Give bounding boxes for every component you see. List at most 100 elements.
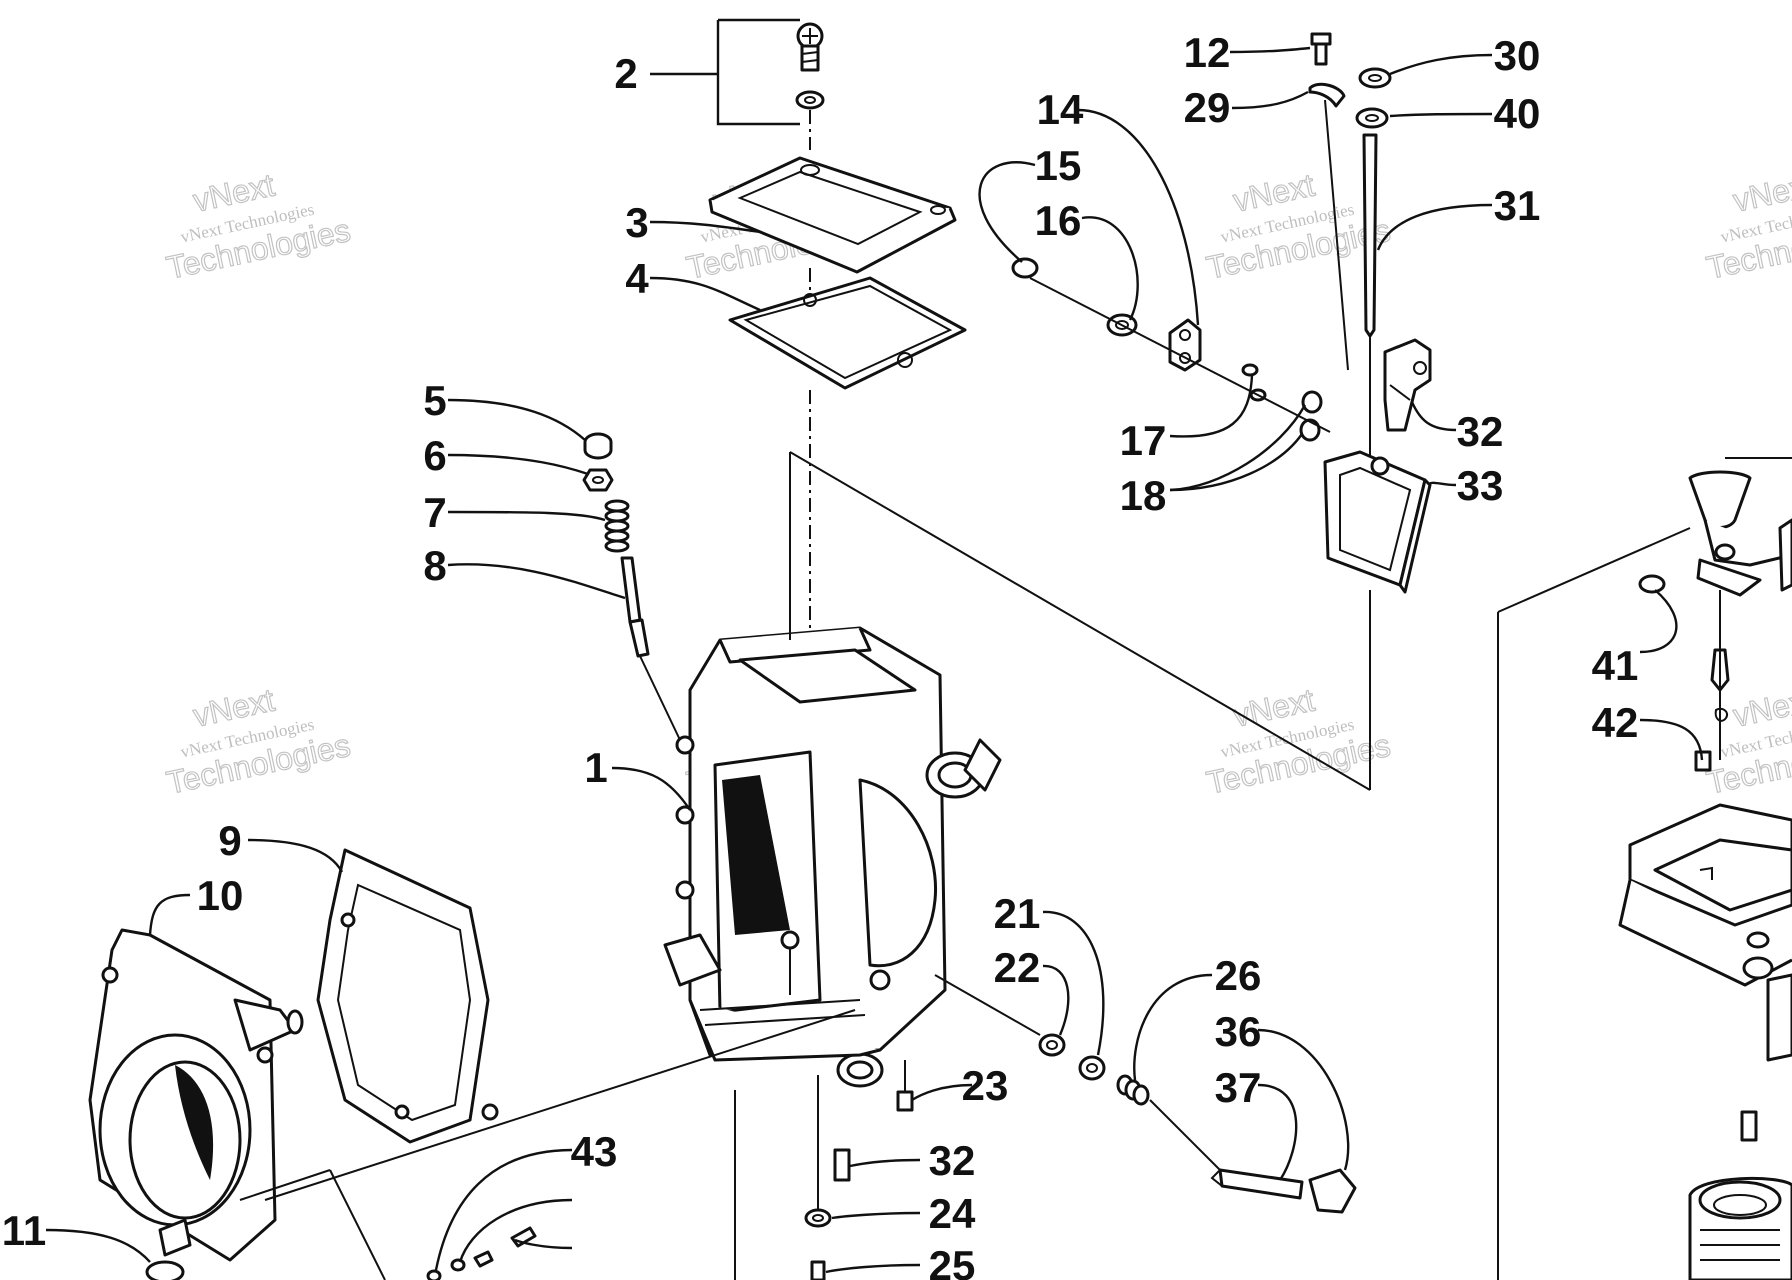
callout-3: 3 [625, 199, 648, 246]
parts [88, 22, 1792, 1280]
part-32-jet [833, 1148, 851, 1182]
leader-7 [447, 510, 606, 522]
leader-37 [1639, 718, 1704, 761]
leader-16 [1081, 216, 1139, 321]
leader-21 [1042, 910, 1105, 1056]
part-31-throttle-slide [1323, 450, 1432, 790]
part-28-e-clip [1358, 67, 1392, 89]
part-27-clip [1308, 82, 1349, 371]
callout-33: 36 [1215, 1008, 1262, 1055]
callout-30: 32 [1457, 408, 1504, 455]
leader-30 [1410, 401, 1457, 432]
callout-8: 8 [423, 542, 446, 589]
part-9-gasket [316, 848, 499, 1144]
leader-18b [1169, 433, 1303, 492]
callout-31: 33 [1457, 462, 1504, 509]
part-26-spring [1116, 1074, 1150, 1106]
leader-5 [447, 398, 586, 441]
callout-23: 23 [962, 1062, 1009, 1109]
leader-42 [458, 1198, 573, 1263]
part-25-jet [810, 1260, 826, 1280]
callout-17: 17 [1120, 417, 1167, 464]
watermark-line1: vNext [1730, 167, 1792, 219]
callout-40: 40 [1494, 90, 1541, 137]
leader-28 [1389, 53, 1493, 76]
callout-21: 21 [994, 890, 1041, 937]
leader-41 [434, 1148, 573, 1271]
callout-24: 24 [929, 1190, 976, 1237]
callout-28: 30 [1494, 32, 1541, 79]
leader-6 [447, 453, 589, 476]
part-34-pilot-screw [1210, 1168, 1304, 1200]
part-24-washer [804, 1208, 832, 1228]
callout-37: 42 [1592, 699, 1639, 746]
leader-40 [1389, 112, 1493, 118]
shaft-axis [1029, 277, 1331, 433]
part-12-screw [1310, 32, 1332, 66]
callout-14: 14 [1037, 86, 1084, 133]
callout-36: 41 [1592, 642, 1639, 689]
part-18-roller [1299, 390, 1323, 442]
callout-26: 26 [1215, 952, 1262, 999]
part-30-needle-holder [1383, 338, 1432, 432]
watermark: vNext vNext Technologies Technologies [163, 681, 354, 801]
callout-12: 12 [1184, 29, 1231, 76]
leader-33 [1257, 1028, 1350, 1171]
callout-2: 2 [614, 50, 637, 97]
callout-10: 10 [197, 872, 244, 919]
callout-27: 29 [1184, 84, 1231, 131]
leader-24 [831, 1211, 921, 1220]
assembly-line [329, 1169, 386, 1280]
watermark: vNext vNext Technologies Technologies [1703, 681, 1792, 801]
callout-5: 5 [423, 377, 446, 424]
leader-31 [1427, 481, 1457, 487]
callout-15: 15 [1035, 142, 1082, 189]
callout-4: 4 [625, 255, 649, 302]
assembly-line [239, 1169, 331, 1201]
leader-23 [911, 1083, 973, 1102]
callout-25: 25 [929, 1242, 976, 1280]
leader-29 [1376, 203, 1493, 251]
leader-4 [649, 276, 761, 312]
leader-9 [247, 838, 344, 873]
callout-7: 7 [423, 489, 446, 536]
part-8-adjust-screw [620, 556, 681, 741]
watermark: vNext vNext Technologies Technologies [1203, 681, 1394, 801]
callout-11: 11 [2, 1207, 46, 1254]
part-15-e-ring [1011, 257, 1039, 279]
leader-18a [1169, 404, 1307, 492]
leader-10 [148, 893, 191, 936]
part-1-carburetor-body [663, 626, 1002, 1088]
part-7-spring [604, 499, 630, 553]
watermark: vNext vNext Technologies Technologies [1703, 166, 1792, 286]
part-2-screw-washer [795, 22, 825, 110]
leader-17 [1169, 374, 1254, 438]
part-41-43-small-parts [426, 1226, 537, 1280]
leader-8 [447, 563, 626, 600]
leader-11 [45, 1228, 151, 1263]
part-5-cap [583, 432, 613, 460]
callout-32: 32 [929, 1137, 976, 1184]
part-21-o-ring [1078, 1055, 1106, 1081]
callout-22: 22 [994, 944, 1041, 991]
assembly-line [789, 451, 1371, 791]
leader-36 [1639, 589, 1678, 654]
part-29-jet-needle [1362, 133, 1378, 460]
part-23-jet [896, 1060, 914, 1112]
part-22-washer [1038, 1033, 1066, 1057]
part-33-knob [1308, 1168, 1357, 1214]
pilot-axis [1149, 1099, 1221, 1171]
callout-labels: 2 3 4 5 6 7 8 1 9 10 11 12 29 14 15 16 1… [2, 29, 1639, 1280]
leader-25 [825, 1263, 921, 1274]
part-6-nut [582, 468, 614, 492]
part-11-screw [145, 1260, 185, 1280]
leader-2-bracket [716, 20, 800, 126]
leader-14 [1077, 108, 1200, 326]
callout-18: 18 [1120, 472, 1167, 519]
leader-27 [1231, 90, 1309, 110]
part-17-pin [1241, 363, 1267, 402]
pilot-axis [934, 974, 1041, 1036]
watermark: vNext vNext Technologies Technologies [163, 166, 354, 286]
leader-34 [1257, 1083, 1298, 1181]
